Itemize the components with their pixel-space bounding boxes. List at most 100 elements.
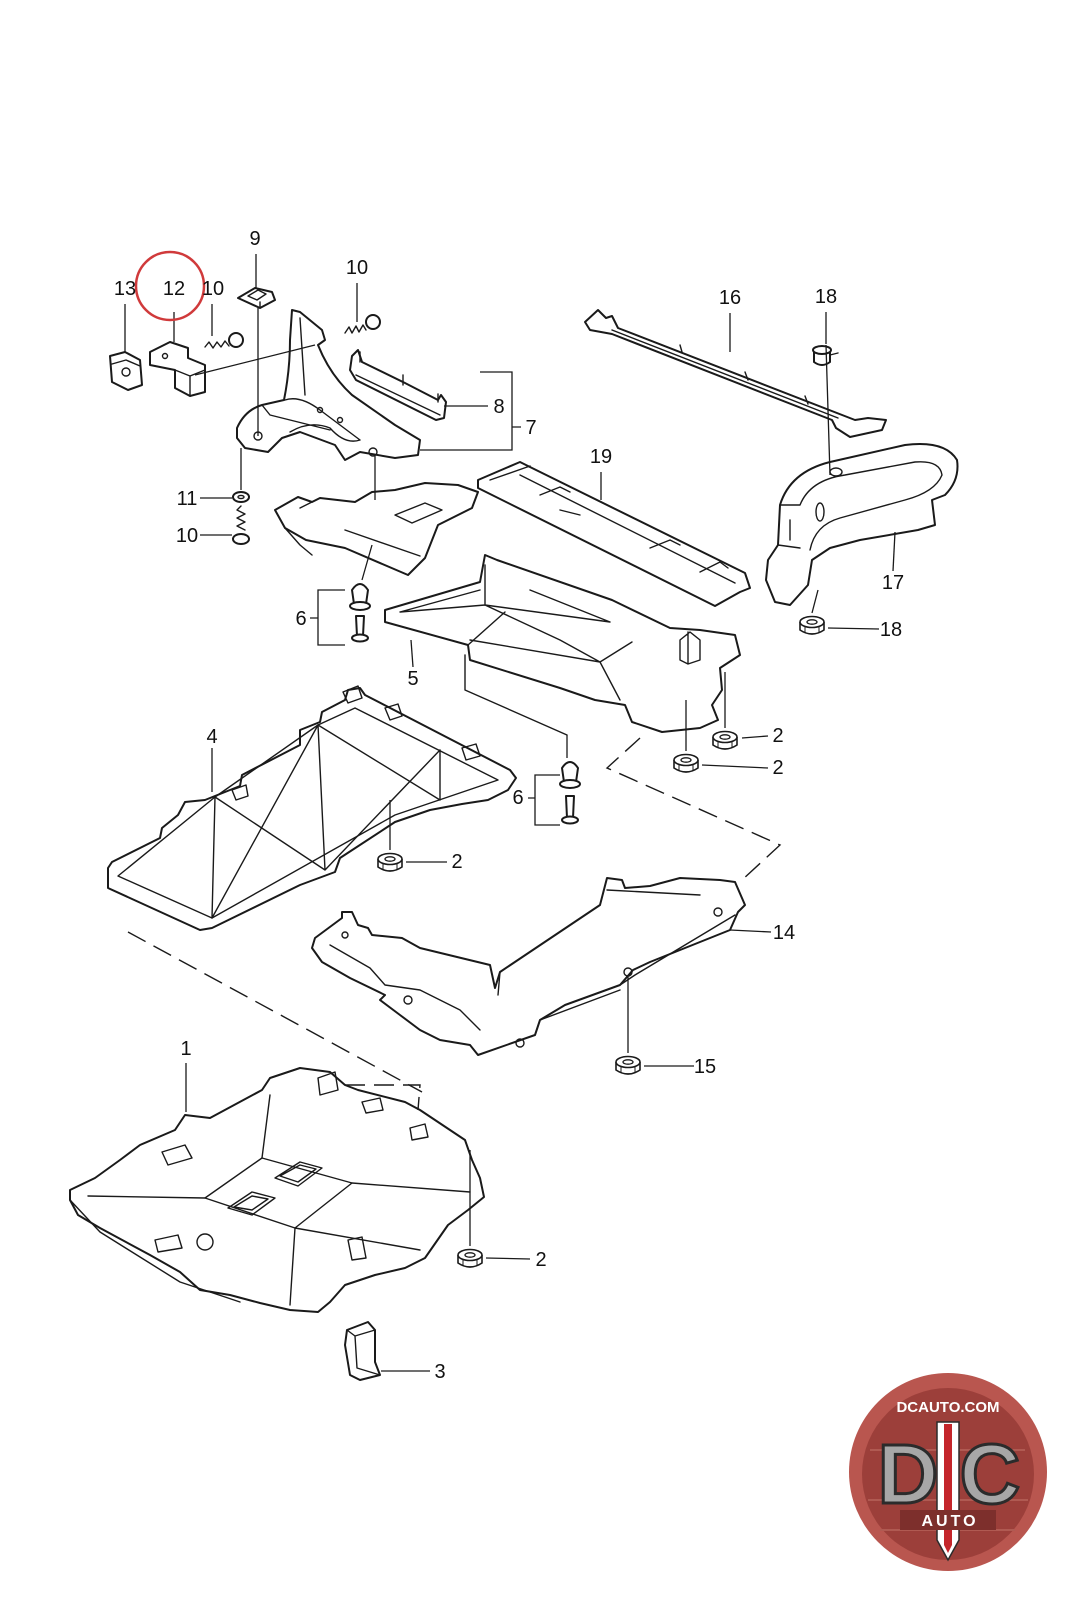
part-17-slot	[815, 502, 825, 522]
part-1-tabs	[154, 1071, 429, 1261]
callout-2-a: 2	[772, 725, 783, 747]
part-6-lower-flange	[559, 779, 581, 789]
part-6-clip-upper	[349, 583, 371, 643]
part-19-inner	[489, 465, 736, 584]
part-6-clip-lower	[559, 761, 581, 825]
part-12-bracket	[149, 341, 206, 397]
part-5-crossplate-detail	[284, 501, 443, 557]
part-11-outline	[232, 491, 250, 503]
part-16-outline	[584, 309, 887, 438]
part-18-top-head	[812, 345, 832, 355]
callout-2-c: 2	[451, 851, 462, 873]
guide-line-crossplate	[361, 456, 376, 581]
part-5-mount	[679, 631, 701, 665]
part-7-hole	[316, 406, 324, 414]
part-2-nut-b	[673, 753, 699, 773]
part-13-outline	[109, 351, 143, 391]
callout-9: 9	[249, 228, 260, 250]
part-5-outline	[384, 554, 741, 733]
part-1-hole	[196, 1233, 214, 1251]
callout-8: 8	[493, 396, 504, 418]
callout-19: 19	[590, 446, 612, 468]
part-7-hole	[336, 416, 344, 424]
part-12-hole	[161, 352, 169, 360]
part-6-upper-pin-head	[351, 633, 369, 643]
part-14-hole	[403, 995, 413, 1005]
guide-line-nuts	[389, 344, 831, 1246]
part-2-nut-c	[377, 852, 403, 872]
part-15-nut	[615, 1055, 641, 1075]
part-10-screw	[232, 505, 250, 545]
callout-5: 5	[407, 668, 418, 690]
part-14-frame	[311, 877, 746, 1056]
part-2-nut-d	[457, 1248, 483, 1268]
part-5-crossplate	[274, 482, 479, 576]
leader-14	[729, 929, 772, 933]
part-1-window-b	[227, 1191, 276, 1216]
logo-letter-c: C	[960, 1427, 1021, 1521]
guide-line-12	[194, 344, 316, 376]
part-18-nut-lower	[799, 615, 825, 635]
part-14-holes	[341, 907, 723, 1048]
callout-16: 16	[719, 287, 741, 309]
part-10-bolt-top-thread	[344, 324, 367, 334]
brace-6-lower	[528, 774, 560, 826]
part-10-screw-thread	[236, 505, 246, 531]
callout-17: 17	[882, 572, 904, 594]
logo-site-text: DCAUTO.COM	[896, 1399, 999, 1416]
callout-15: 15	[694, 1056, 716, 1078]
callout-11: 11	[177, 488, 198, 510]
part-5-tray	[274, 482, 741, 736]
part-11-hole	[237, 494, 245, 500]
part-6-upper-pin	[355, 615, 365, 637]
part-4-tabs	[231, 685, 481, 801]
part-1-undertray	[69, 1067, 485, 1313]
part-16-rail	[584, 309, 887, 438]
part-4-outline	[107, 687, 517, 931]
part-10-bolt-top-head	[365, 314, 381, 330]
part-2-nut-a	[712, 730, 738, 750]
part-5-inner	[399, 564, 633, 701]
assembly-lines	[127, 308, 831, 1246]
callout-10-top: 10	[346, 257, 368, 279]
callout-18-top: 18	[815, 286, 837, 308]
callout-10-left: 10	[202, 278, 224, 300]
part-8-outline	[349, 349, 447, 421]
callout-2-d: 2	[535, 1249, 546, 1271]
brace-7	[420, 371, 521, 451]
part-4-frame	[107, 685, 517, 931]
part-10-bolt-left	[204, 332, 244, 349]
part-3-bracket	[344, 1321, 381, 1381]
logo-wordmark: AUTO	[921, 1513, 978, 1530]
part-19-plate	[477, 461, 751, 607]
part-8-pins	[355, 351, 441, 416]
dcauto-logo: DCAUTO.COM D C AUTO	[849, 1373, 1047, 1571]
part-14-outline	[311, 877, 746, 1056]
part-13-fold	[111, 359, 141, 367]
callout-14: 14	[773, 922, 795, 944]
part-1-window-a	[274, 1161, 323, 1187]
callout-2-b: 2	[772, 757, 783, 779]
leader-2-d	[485, 1257, 531, 1260]
part-6-upper-rivet	[351, 583, 369, 605]
callout-1: 1	[180, 1038, 191, 1060]
part-9-clip-nut	[237, 287, 276, 309]
leader-2-b	[701, 764, 769, 769]
leader-17	[892, 531, 896, 572]
part-13-clip	[109, 351, 143, 391]
part-12-detail	[174, 369, 206, 397]
callout-6-lower: 6	[512, 787, 523, 809]
brace-6-upper	[310, 589, 345, 646]
part-17-inner	[777, 461, 943, 551]
part-12-outline	[149, 341, 206, 397]
callouts: 9 13 12 10 10 16 18 8 7 19 11 10 17 6 18…	[114, 228, 904, 1383]
part-19-outline	[477, 461, 751, 607]
part-13-hole	[121, 367, 131, 377]
part-8-strip	[349, 349, 447, 421]
callout-4: 4	[206, 726, 217, 748]
highlight-circle	[134, 250, 206, 322]
guide-dash-c	[345, 1084, 421, 1111]
leader-2-a	[741, 735, 769, 739]
leader-18-lower	[827, 627, 880, 630]
part-6-lower-rivet	[561, 761, 579, 783]
